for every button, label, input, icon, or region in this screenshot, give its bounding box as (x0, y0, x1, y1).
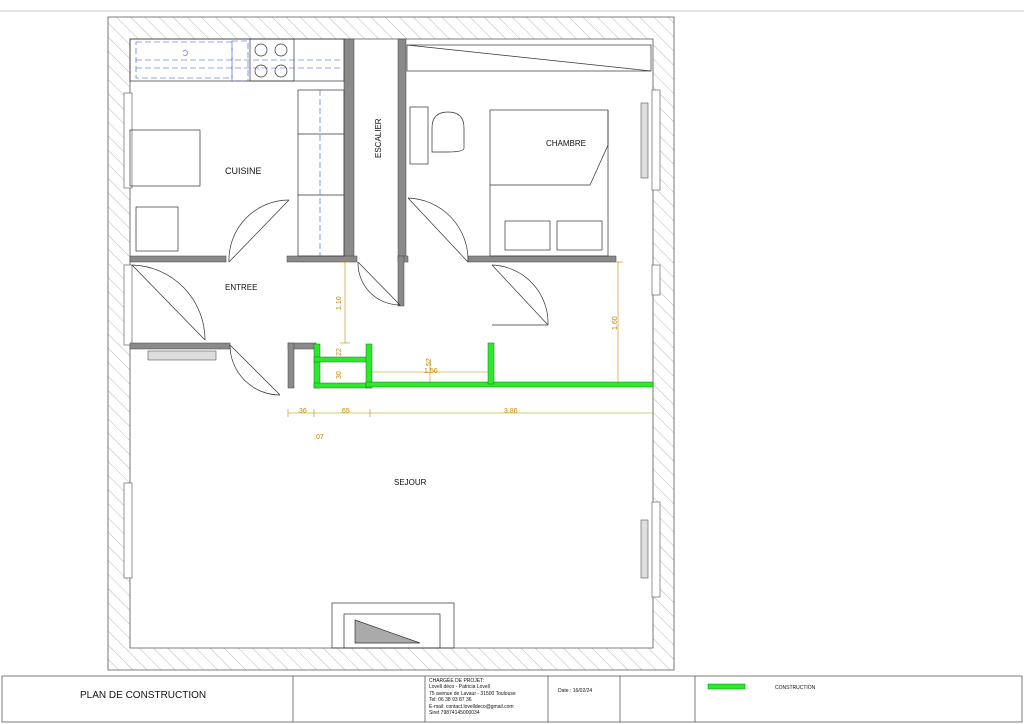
room-label-sejour: SEJOUR (394, 478, 427, 487)
project-info: CHARGÉE DE PROJET: Lovell déco - Patrici… (429, 678, 516, 716)
dimension-lines (287, 261, 653, 417)
construction-walls (313, 342, 654, 389)
dimension-label: 1.60 (612, 316, 619, 330)
dimension-label: 22 (336, 348, 343, 356)
room-label-escalier: ESCALIER (374, 118, 383, 158)
dimension-label: .36 (297, 408, 307, 415)
dimension-label: .65 (340, 408, 350, 415)
construction-legend-swatch (707, 683, 746, 690)
project-line: Tel: 06 38 93 87 36 (429, 697, 472, 704)
project-line: CHARGÉE DE PROJET: (429, 678, 485, 684)
title-block-frame (1, 675, 1023, 723)
dimension-label: 3.86 (504, 408, 518, 415)
project-line: 75 avenue de Lavaur - 31500 Toulouse (429, 690, 516, 697)
dimension-label: 30 (336, 371, 343, 379)
legend-label: CONSTRUCTION (775, 685, 816, 691)
kitchen-furniture (129, 38, 345, 257)
kitchen-blue-overlay (135, 40, 340, 256)
radiators (147, 102, 649, 579)
project-line: E-mail: contact.lovelldeco@gmail.com (429, 703, 514, 710)
dimension-label: 1.56 (424, 368, 438, 375)
exterior-walls (107, 16, 675, 671)
dimension-label: 52 (426, 358, 433, 366)
project-line: Siret 79874145000034 (429, 710, 480, 717)
project-line: Lovell déco - Patricia Lovell (429, 684, 490, 691)
room-label-entree: ENTREE (225, 283, 257, 292)
windows (123, 89, 661, 598)
dimension-label: .07 (314, 434, 324, 441)
doors (131, 197, 549, 396)
fireplace (331, 602, 455, 649)
dimension-label: 1.10 (336, 296, 343, 310)
drawing-title: PLAN DE CONSTRUCTION (80, 690, 207, 701)
bedroom-furniture (406, 44, 652, 257)
room-label-chambre: CHAMBRE (546, 139, 586, 148)
date-label: Date : 16/02/24 (558, 688, 593, 694)
interior-walls (129, 38, 617, 389)
room-label-cuisine: CUISINE (225, 166, 262, 176)
